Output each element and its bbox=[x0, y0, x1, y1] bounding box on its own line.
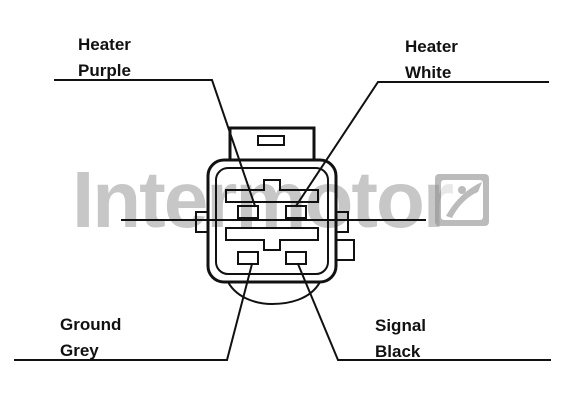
right-peg bbox=[335, 239, 355, 261]
bottom-partition bbox=[225, 227, 319, 251]
right-ear bbox=[335, 211, 349, 233]
left-ear bbox=[195, 211, 209, 233]
label-ground-grey: Ground Grey bbox=[60, 312, 121, 364]
label-heater-white-line2: White bbox=[405, 63, 452, 82]
label-heater-purple-line1: Heater bbox=[78, 35, 131, 54]
top-partition bbox=[225, 179, 319, 203]
label-signal-black-line2: Black bbox=[375, 342, 421, 361]
leader-signal-black bbox=[296, 262, 551, 361]
label-ground-grey-line2: Grey bbox=[60, 341, 99, 360]
leader-heater-purple bbox=[54, 79, 257, 208]
label-heater-purple-line2: Purple bbox=[78, 61, 131, 80]
leader-ground-grey bbox=[14, 262, 254, 361]
label-heater-white-line1: Heater bbox=[405, 37, 458, 56]
pin-heater-purple bbox=[237, 205, 259, 219]
label-signal-black-line1: Signal bbox=[375, 316, 427, 335]
leader-heater-white bbox=[294, 81, 549, 208]
label-heater-white: Heater White bbox=[405, 34, 458, 86]
pin-signal-black bbox=[285, 251, 307, 265]
locking-tab-window bbox=[257, 135, 285, 146]
label-signal-black: Signal Black bbox=[375, 313, 426, 365]
intermotor-logo-icon bbox=[435, 174, 489, 226]
label-ground-grey-line1: Ground bbox=[60, 315, 122, 334]
label-heater-purple: Heater Purple bbox=[78, 32, 131, 84]
connector-inner bbox=[215, 167, 329, 275]
pin-heater-white bbox=[285, 205, 307, 219]
pin-ground-grey bbox=[237, 251, 259, 265]
connector-skirt bbox=[226, 280, 322, 306]
watermark-text: Intermotor bbox=[72, 155, 454, 244]
locking-tab bbox=[228, 126, 316, 162]
